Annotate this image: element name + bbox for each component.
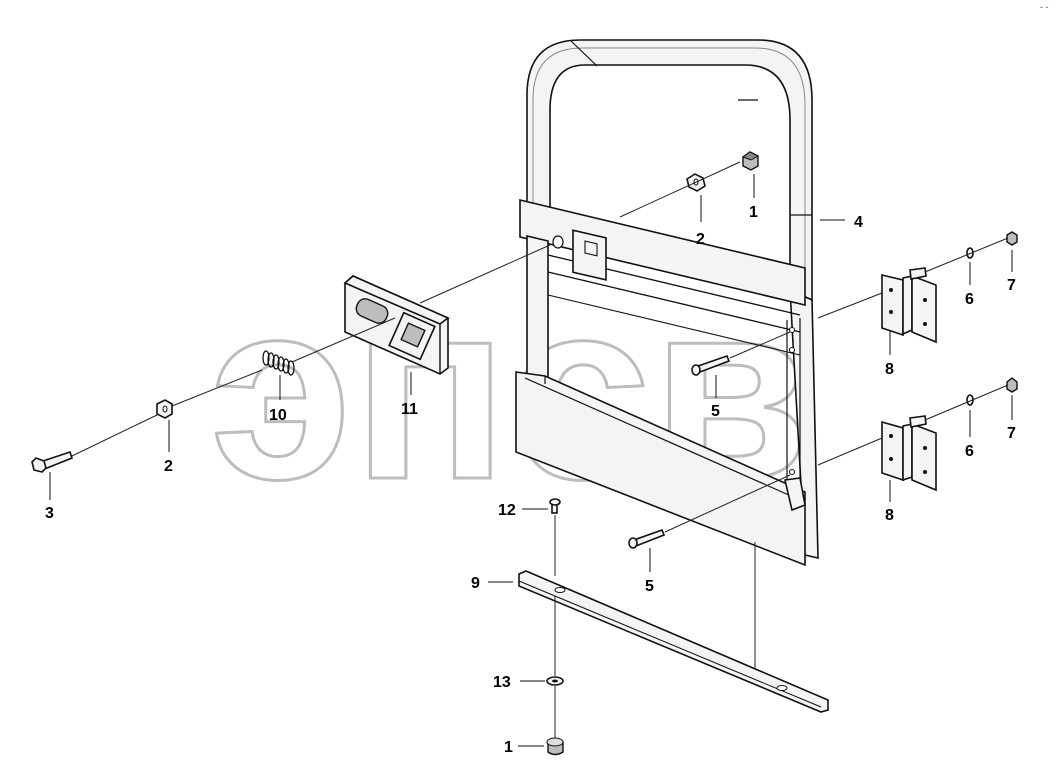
assembly-lines (71, 161, 1009, 738)
callout-12: 12 (498, 502, 516, 519)
bolt-part-3 (31, 450, 73, 473)
callout-6-lower: 6 (965, 443, 974, 460)
pin-part-5-upper (691, 354, 731, 376)
hinge-part-8-upper (881, 267, 937, 344)
washer-part-13 (546, 676, 564, 686)
callout-labels: 1 2 4 7 6 8 11 10 5 2 3 6 7 8 12 9 5 13 … (45, 204, 1016, 756)
callout-10: 10 (269, 407, 287, 424)
callout-6-upper: 6 (965, 291, 974, 308)
callout-11: 11 (401, 401, 418, 418)
callout-1-bottom: 1 (504, 739, 513, 756)
callout-2-left: 2 (164, 458, 173, 475)
callout-8-lower: 8 (885, 507, 894, 524)
washer-part-2-left (156, 399, 173, 419)
callout-5-lower: 5 (645, 578, 654, 595)
frame-part-4 (515, 39, 819, 567)
callout-2-top: 2 (696, 231, 705, 248)
callout-3: 3 (45, 505, 54, 522)
nut-part-1-top (741, 151, 760, 171)
callout-8-upper: 8 (885, 361, 894, 378)
callout-4: 4 (854, 214, 863, 231)
callout-13: 13 (493, 674, 511, 691)
nut-part-1-bottom (546, 737, 564, 756)
callout-5-upper: 5 (711, 403, 720, 420)
nut-part-7-upper (1006, 231, 1018, 246)
spring-part-10 (262, 350, 295, 376)
corner-mark: - - (1040, 2, 1049, 12)
hinge-part-8-lower (881, 415, 937, 492)
callout-1-top: 1 (749, 204, 758, 221)
nut-part-7-lower (1006, 377, 1018, 393)
callout-7-lower: 7 (1007, 425, 1016, 442)
callout-7-upper: 7 (1007, 277, 1016, 294)
pin-part-5-lower (628, 528, 666, 549)
washer-part-6-upper (966, 247, 974, 259)
pin-part-12 (549, 498, 561, 514)
callout-leaders (49, 174, 1013, 747)
callout-9: 9 (471, 575, 480, 592)
latch-block-part-11 (343, 275, 450, 375)
bar-part-9 (518, 570, 829, 713)
